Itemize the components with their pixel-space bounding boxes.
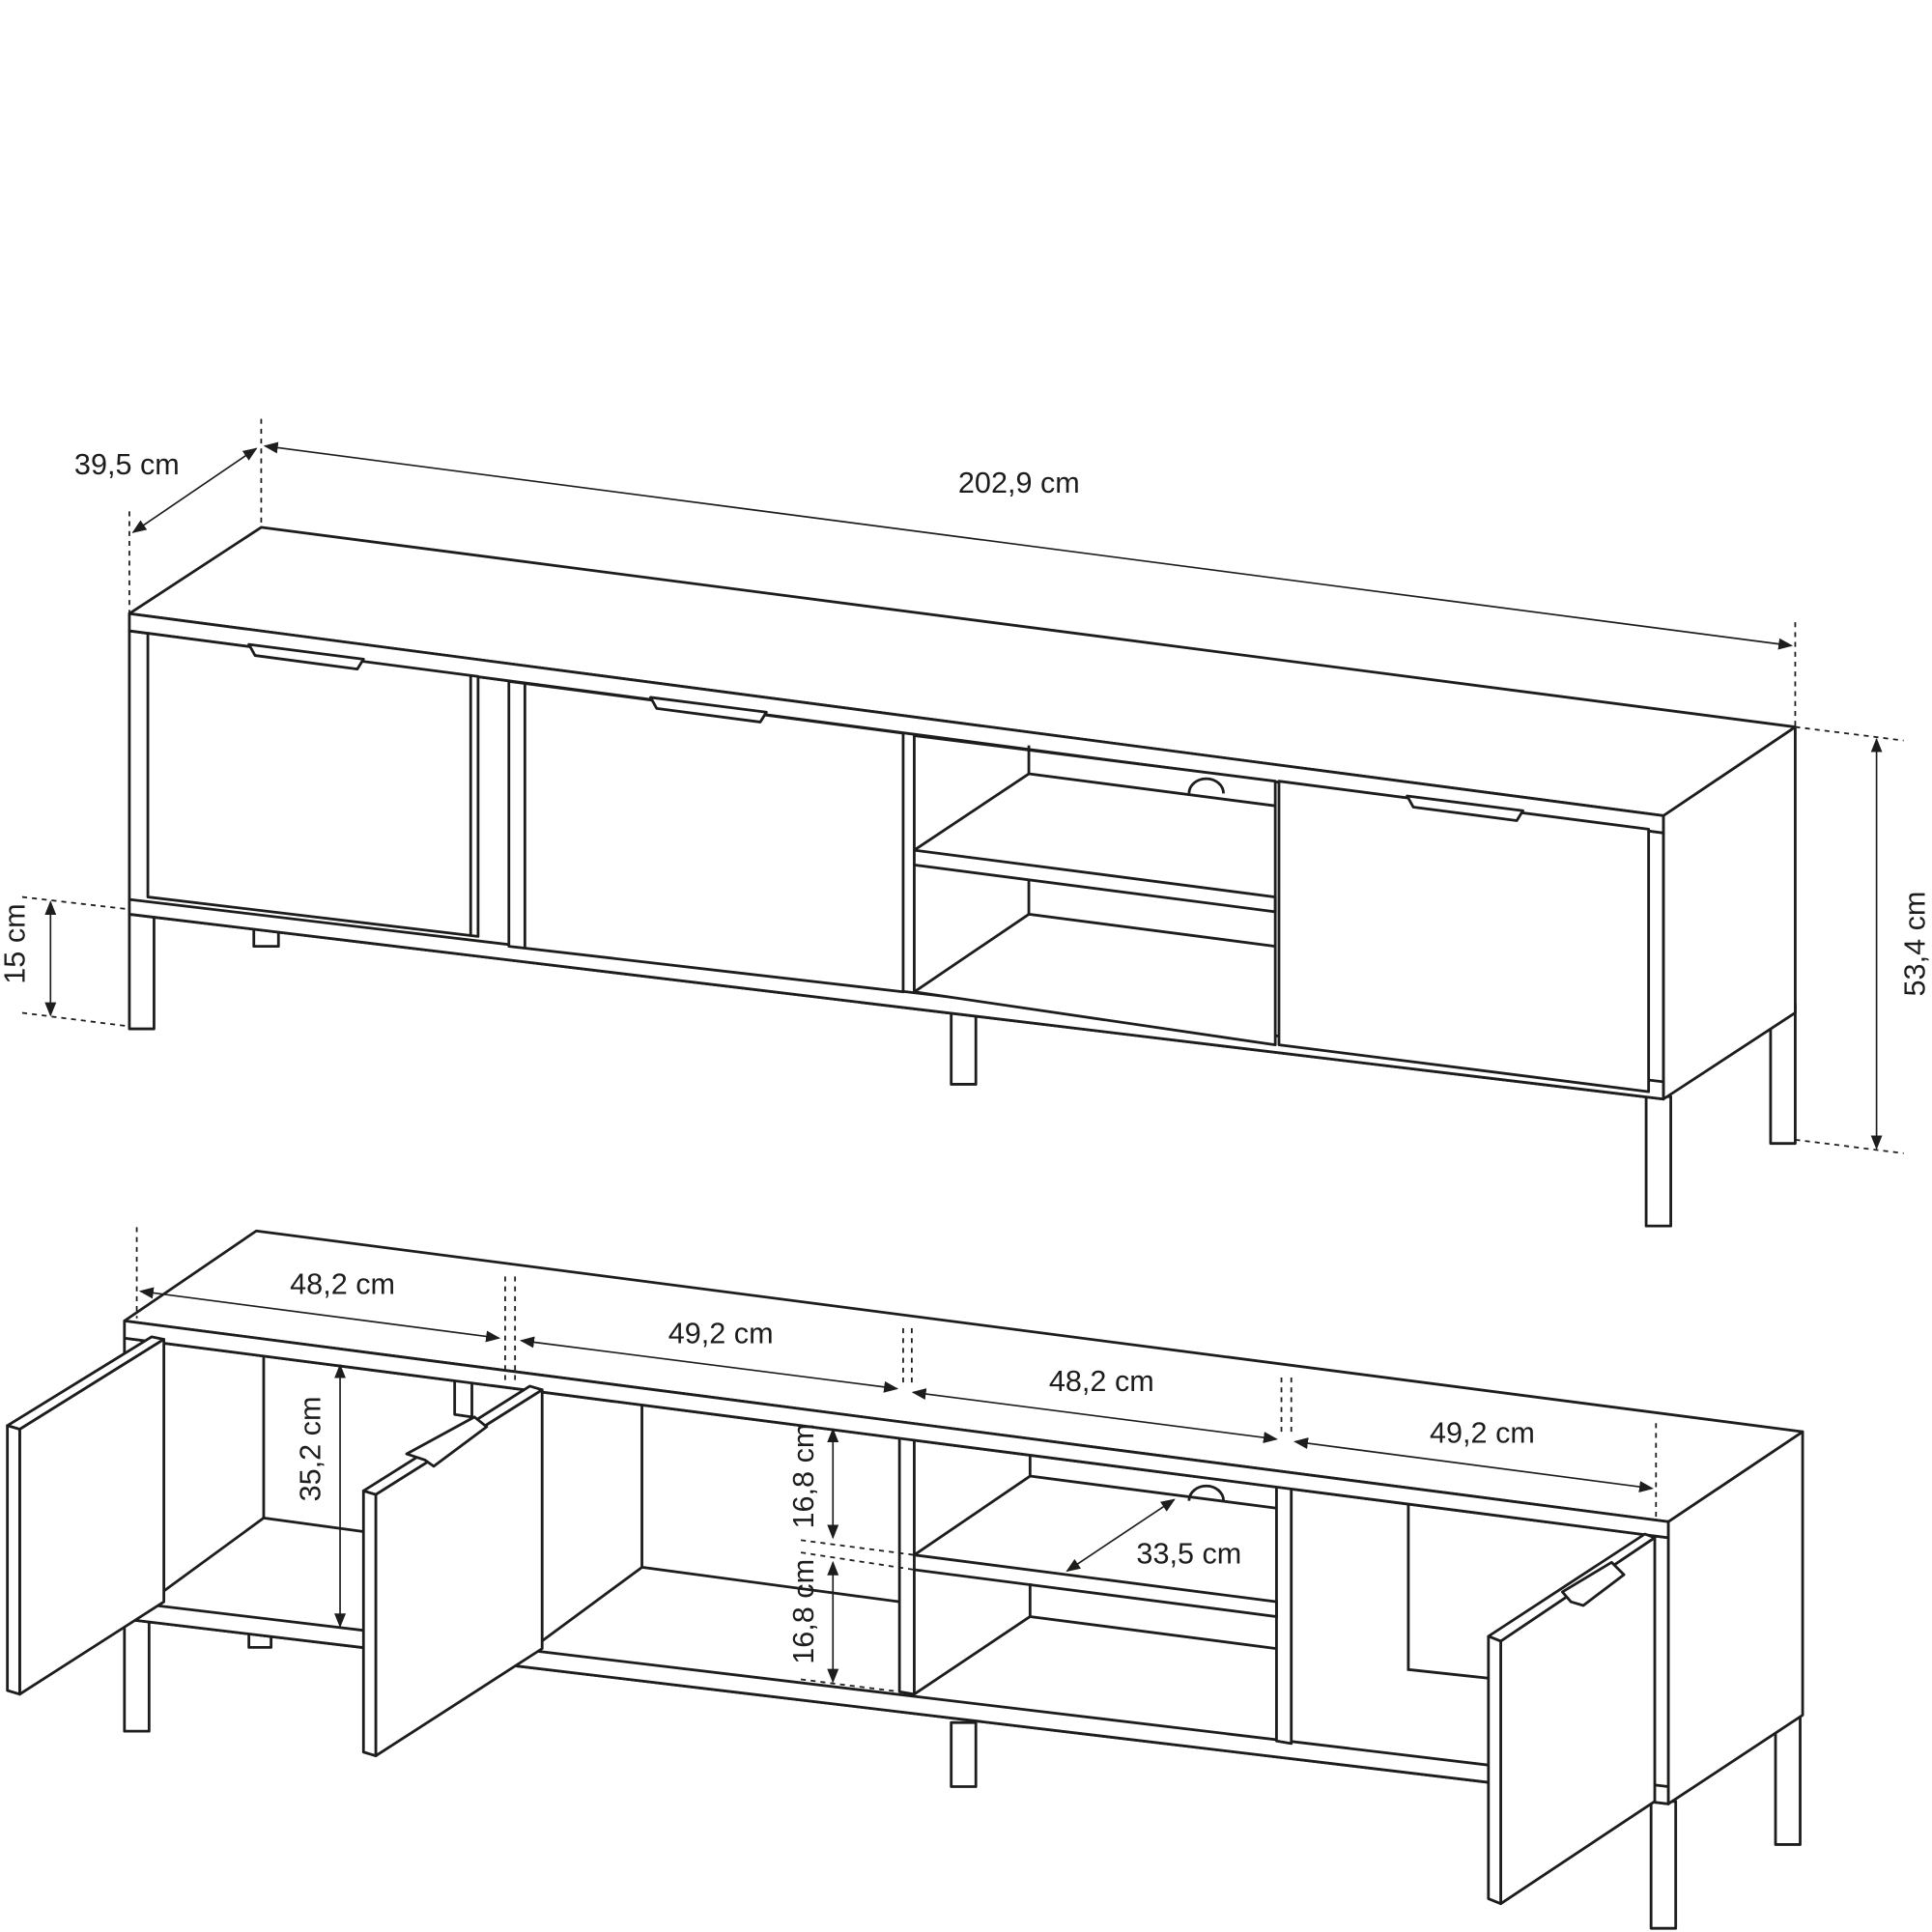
leg	[950, 1720, 978, 1788]
door-edge	[6, 1424, 21, 1696]
handle	[1406, 794, 1524, 822]
handle	[405, 1415, 489, 1468]
interior-back-edge	[262, 1352, 364, 1533]
open-cabinet	[6, 1229, 1804, 1930]
shelf	[914, 848, 1277, 914]
shelf-depth-label: 33,5 cm	[1136, 1538, 1241, 1571]
shelf	[914, 1553, 1278, 1619]
closed-cabinet	[128, 526, 1797, 1228]
interior-back-edge	[1406, 1500, 1489, 1680]
handle	[1560, 1560, 1626, 1607]
depth-label: 39,5 cm	[74, 448, 180, 481]
lower-shelf-height-label: 16,8 cm	[787, 1559, 820, 1664]
door-edge	[1487, 1634, 1502, 1906]
handle	[649, 696, 768, 724]
compartment-floor-edge	[913, 913, 1030, 993]
top-edge	[123, 1319, 1670, 1540]
leg	[1644, 1094, 1672, 1228]
compartment-1-width-label: 48,2 cm	[290, 1267, 395, 1300]
upper-shelf-height-label: 16,8 cm	[787, 1424, 820, 1529]
leg	[1649, 1800, 1678, 1930]
compartment-floor-edge	[913, 1615, 1032, 1695]
door	[1277, 780, 1651, 1094]
shelf-side-edge	[913, 772, 1030, 852]
interior-height-label: 35,2 cm	[295, 1397, 327, 1502]
handle	[247, 642, 365, 671]
leg	[1774, 1714, 1802, 1846]
extension-line	[800, 1678, 900, 1693]
compartment-2-width-label: 49,2 cm	[668, 1317, 774, 1350]
door-edge	[361, 1489, 378, 1758]
door	[507, 679, 905, 994]
height-label: 53,4 cm	[1898, 892, 1931, 997]
extension-line	[21, 895, 130, 911]
compartment-3-width-label: 48,2 cm	[1049, 1365, 1154, 1398]
open-dimensions: 48,2 cm 49,2 cm 48,2 cm 49,2 cm 35,2 cm …	[135, 1227, 1658, 1693]
extension-line	[1795, 1138, 1904, 1154]
compartment-4-width-label: 49,2 cm	[1430, 1417, 1535, 1450]
depth-dimension-arrow	[131, 447, 258, 533]
top-edge	[128, 611, 1665, 835]
extension-line	[1795, 725, 1904, 742]
width-dimension-arrow	[263, 441, 1794, 650]
compartment-3-width-arrow	[911, 1388, 1278, 1444]
shelf-side-edge	[913, 1474, 1032, 1556]
compartment-1-width-arrow	[138, 1287, 501, 1343]
leg	[123, 1612, 151, 1733]
shelf-depth-arrow	[1065, 1498, 1176, 1573]
width-label: 202,9 cm	[958, 467, 1080, 499]
compartment-4-width-arrow	[1293, 1437, 1654, 1492]
closed-dimensions: 39,5 cm 202,9 cm 53,4 cm 15 cm	[0, 418, 1931, 1154]
compartment-2-width-arrow	[520, 1336, 899, 1393]
open-compartment	[913, 734, 1277, 1047]
door	[146, 632, 480, 938]
leg-height-label: 15 cm	[0, 903, 32, 983]
cable-hole	[1187, 1484, 1225, 1501]
interior-floor-edge	[148, 1517, 265, 1604]
extension-line	[21, 1011, 130, 1028]
leg	[128, 910, 156, 1031]
cable-hole	[1187, 777, 1225, 794]
